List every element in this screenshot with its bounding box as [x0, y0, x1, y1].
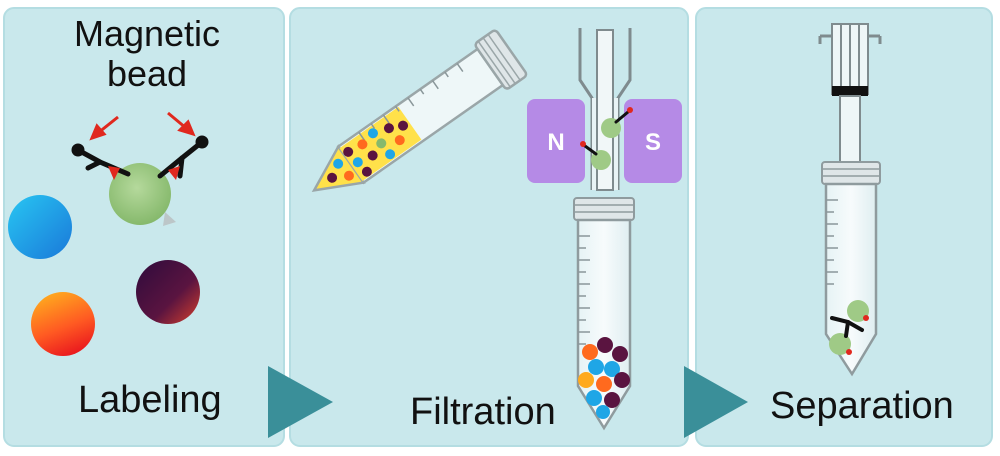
step-label-separation: Separation	[770, 385, 954, 427]
magnet-icon: S	[624, 99, 682, 183]
syringe-icon	[818, 23, 882, 163]
separated-beads	[829, 300, 869, 355]
pointer-arrow-right	[167, 111, 196, 137]
arrow-right-icon	[268, 366, 333, 438]
antigen-marker	[168, 166, 180, 180]
antibody-icon	[71, 143, 131, 177]
filtered-cells	[578, 337, 630, 419]
magnet-north-label: N	[547, 129, 564, 156]
tube-icon	[821, 161, 881, 377]
title-line-1: Magnetic	[73, 13, 221, 54]
mixed-beads	[327, 120, 409, 183]
arrow-right-icon	[684, 366, 748, 438]
cell-icon	[136, 260, 200, 324]
magnet-south-label: S	[645, 129, 661, 156]
antigen-marker	[108, 166, 120, 180]
title-line-2: bead	[106, 53, 188, 94]
cell-icon	[8, 195, 72, 259]
tube-icon	[573, 197, 635, 431]
magnetic-bead-icon	[109, 163, 176, 226]
antibody-icon	[157, 135, 209, 179]
magnetic-bead-title: Magnetic bead	[62, 14, 232, 94]
cell-icon	[31, 292, 95, 356]
captured-beads	[580, 107, 633, 170]
magnet-icon: N	[527, 99, 585, 183]
step-label-labeling: Labeling	[78, 379, 222, 421]
step-label-filtration: Filtration	[410, 391, 556, 433]
tube-icon	[311, 29, 528, 193]
pointer-arrow-left	[89, 115, 119, 141]
